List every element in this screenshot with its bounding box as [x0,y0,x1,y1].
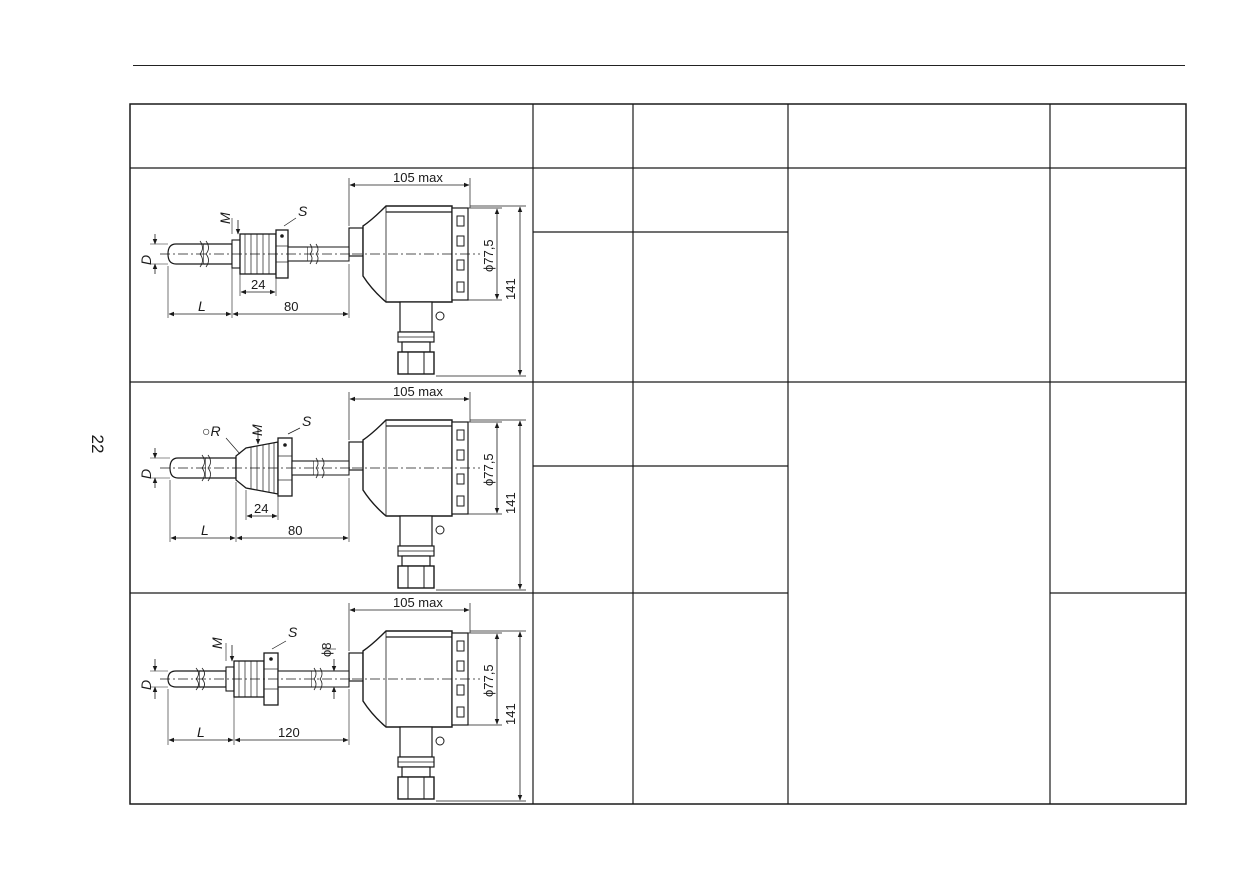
table-grid [129,103,1187,805]
dim-thread-len: 24 [254,501,268,516]
dim-width-max: 105 max [393,170,443,185]
dim-height: 141 [503,492,518,514]
dim-rod-diameter: ϕ8 [319,642,334,657]
dim-width-max: 105 max [393,595,443,610]
dim-diameter: ϕ77,5 [481,453,496,486]
dim-neck-len: 80 [288,523,302,538]
header-rule [133,65,1185,66]
dim-l-label: L [201,522,209,538]
dim-m-label: M [217,212,233,224]
dim-m-label: M [209,637,225,649]
dim-height: 141 [503,278,518,300]
dim-thread-len: 24 [251,277,265,292]
dim-width-max: 105 max [393,384,443,399]
dim-l-label: L [198,298,206,314]
dim-m-label: M [249,424,265,436]
dim-diameter: ϕ77,5 [481,664,496,697]
dim-l-label: L [197,724,205,740]
dim-d-label: D [138,255,154,265]
sensor-drawing-3: D M S ϕ8 L 120 105 max ϕ77,5 141 [138,595,526,801]
dim-s-label: S [298,203,308,219]
dim-d-label: D [138,680,154,690]
sensor-drawing-1: D M S 24 L 80 105 max ϕ77,5 141 [138,170,526,376]
dim-diameter: ϕ77,5 [481,239,496,272]
sensor-drawing-2: D ○R M S 24 L 80 105 max ϕ77,5 141 [138,384,526,590]
dim-s-label: S [288,624,298,640]
dim-neck-len: 80 [284,299,298,314]
dim-height: 141 [503,703,518,725]
dim-s-label: S [302,413,312,429]
dim-neck-len: 120 [278,725,300,740]
dim-d-label: D [138,469,154,479]
dim-r-label: ○R [202,423,221,439]
